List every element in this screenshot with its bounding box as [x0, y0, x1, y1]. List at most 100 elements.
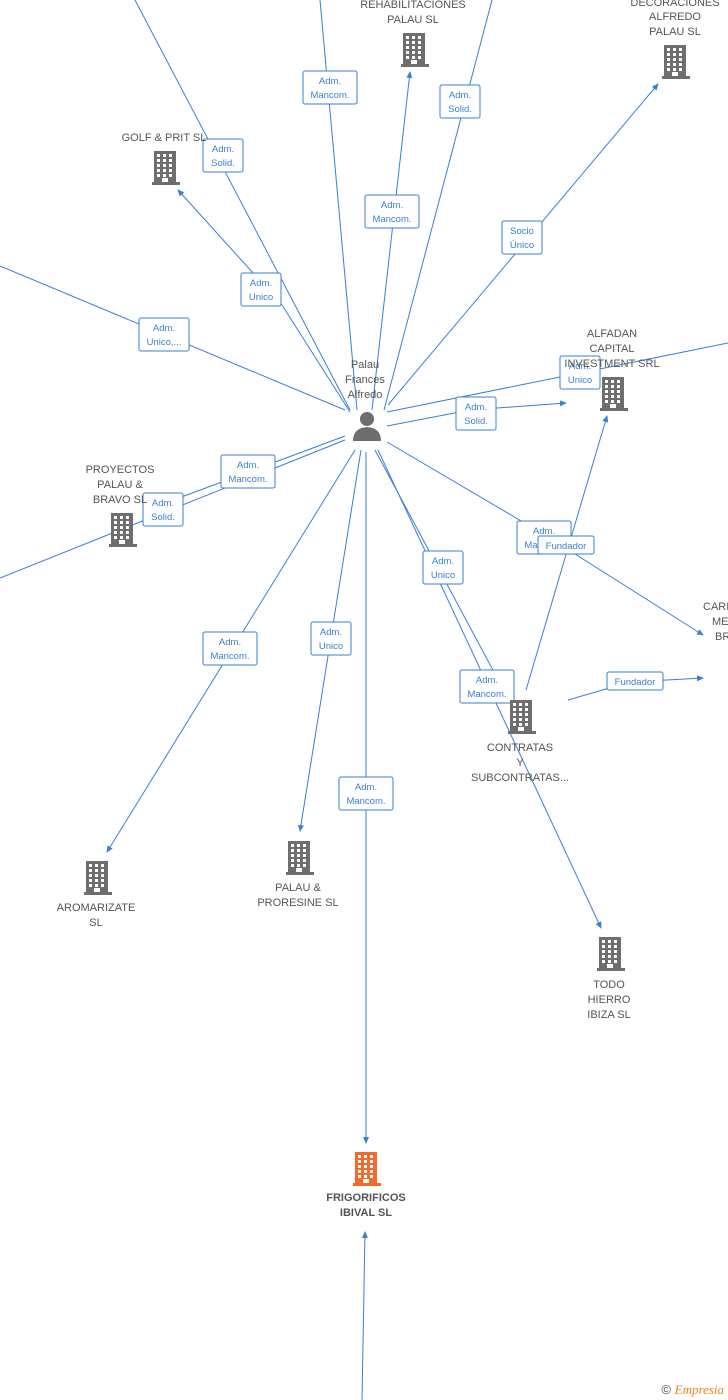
- svg-text:Adm.: Adm.: [355, 782, 377, 793]
- svg-text:DECORACIONES: DECORACIONES: [630, 0, 719, 9]
- svg-text:Solid.: Solid.: [211, 158, 235, 169]
- svg-text:IBIZA SL: IBIZA SL: [587, 1009, 630, 1021]
- svg-text:AROMARIZATE: AROMARIZATE: [57, 902, 136, 914]
- svg-text:TODO: TODO: [593, 979, 625, 991]
- building-icon: [662, 45, 690, 79]
- company-nodes: REHABILITACIONES PALAU SL DECORACIONES A…: [57, 0, 728, 1219]
- company-node-cari[interactable]: CARI ME BR: [703, 601, 728, 643]
- building-icon: [152, 151, 180, 185]
- svg-text:REHABILITACIONES: REHABILITACIONES: [360, 0, 466, 11]
- svg-text:IBIVAL SL: IBIVAL SL: [340, 1207, 392, 1219]
- svg-text:Adm.: Adm.: [320, 627, 342, 638]
- svg-text:FRIGORIFICOS: FRIGORIFICOS: [326, 1192, 405, 1204]
- svg-text:Único: Único: [510, 240, 534, 251]
- building-icon: [286, 841, 314, 875]
- svg-text:BR: BR: [715, 631, 728, 643]
- svg-text:Unico: Unico: [431, 570, 455, 581]
- building-icon: [401, 33, 429, 67]
- edge-label: Adm. Solid.: [439, 84, 481, 119]
- company-node-todo-hierro[interactable]: TODO HIERRO IBIZA SL: [587, 937, 631, 1021]
- company-node-aromarizate[interactable]: AROMARIZATE SL: [57, 861, 136, 929]
- person-name-line: Frances: [345, 374, 385, 386]
- svg-text:ME: ME: [712, 616, 728, 628]
- company-node-rehabilitaciones[interactable]: REHABILITACIONES PALAU SL: [360, 0, 466, 67]
- company-node-frigorificos[interactable]: FRIGORIFICOS IBIVAL SL: [326, 1152, 406, 1219]
- edge-label: Fundador: [606, 671, 664, 691]
- company-node-contratas[interactable]: CONTRATAS Y SUBCONTRATAS...: [471, 700, 569, 784]
- person-icon: [353, 412, 381, 441]
- svg-text:Adm.: Adm.: [212, 144, 234, 155]
- building-icon: [109, 513, 137, 547]
- svg-text:INVESTMENT SRL: INVESTMENT SRL: [564, 358, 659, 370]
- edge-label: Adm. Mancom.: [459, 669, 515, 704]
- svg-text:Adm.: Adm.: [250, 278, 272, 289]
- edge-labels: Adm. Mancom. Adm. Solid. Adm. Solid. Adm…: [138, 70, 664, 811]
- svg-text:Y: Y: [516, 757, 524, 769]
- edge-label: Adm. Unico: [240, 272, 282, 307]
- footer-credit: © Empresia: [661, 1382, 724, 1398]
- svg-text:PROYECTOS: PROYECTOS: [86, 464, 155, 476]
- svg-text:Adm.: Adm.: [219, 637, 241, 648]
- svg-text:ALFADAN: ALFADAN: [587, 328, 637, 340]
- svg-text:Adm.: Adm.: [381, 200, 403, 211]
- edge-person-offscreen-right: [386, 342, 728, 413]
- svg-text:Mancom.: Mancom.: [372, 214, 411, 225]
- edge-label: Adm. Mancom.: [338, 776, 394, 811]
- edge-label: Adm. Unico,...: [138, 317, 190, 352]
- svg-text:PRORESINE SL: PRORESINE SL: [257, 897, 338, 909]
- svg-text:Adm.: Adm.: [152, 498, 174, 509]
- edge-label: Adm. Solid.: [202, 138, 244, 173]
- svg-text:Mancom.: Mancom.: [467, 689, 506, 700]
- brand-logo[interactable]: Empresia: [674, 1382, 724, 1397]
- edge-label: Adm. Mancom.: [202, 631, 258, 666]
- building-icon: [597, 937, 625, 971]
- svg-text:PALAU SL: PALAU SL: [649, 26, 701, 38]
- person-name-line: Palau: [351, 359, 379, 371]
- svg-text:Adm.: Adm.: [237, 460, 259, 471]
- svg-text:Unico,...: Unico,...: [147, 337, 182, 348]
- building-icon: [508, 700, 536, 734]
- building-icon: [353, 1152, 381, 1186]
- svg-text:Adm.: Adm.: [465, 402, 487, 413]
- edge-label: Fundador: [537, 535, 595, 555]
- company-node-golf[interactable]: GOLF & PRIT SL: [122, 132, 207, 185]
- building-icon: [84, 861, 112, 895]
- edge-label: Adm. Mancom.: [220, 454, 276, 489]
- company-node-palau-proresine[interactable]: PALAU & PRORESINE SL: [257, 841, 339, 909]
- svg-text:Solid.: Solid.: [448, 104, 472, 115]
- edge-person-offscreen-top-right: [383, 0, 493, 411]
- svg-text:Fundador: Fundador: [546, 541, 587, 552]
- person-node[interactable]: Palau Frances Alfredo: [345, 359, 385, 441]
- svg-text:Adm.: Adm.: [449, 90, 471, 101]
- svg-text:BRAVO SL: BRAVO SL: [93, 494, 147, 506]
- svg-text:Adm.: Adm.: [569, 361, 591, 372]
- svg-text:Adm.: Adm.: [153, 323, 175, 334]
- company-node-decoraciones[interactable]: DECORACIONES ALFREDO PALAU SL: [630, 0, 720, 79]
- svg-text:Mancom.: Mancom.: [346, 796, 385, 807]
- person-name-line: Alfredo: [348, 389, 383, 401]
- svg-text:Solid.: Solid.: [151, 512, 175, 523]
- edge-label: Adm. Mancom.: [364, 194, 420, 229]
- svg-text:Fundador: Fundador: [615, 677, 656, 688]
- edge-label: Adm. Solid.: [455, 396, 497, 431]
- svg-text:CONTRATAS: CONTRATAS: [487, 742, 553, 754]
- svg-text:SUBCONTRATAS...: SUBCONTRATAS...: [471, 772, 569, 784]
- edge-label: Adm. Unico: [310, 621, 352, 656]
- svg-text:SL: SL: [89, 917, 102, 929]
- edge-person-offscreen-top: [319, 0, 358, 411]
- edge-person-golf: [177, 189, 351, 413]
- company-node-alfadan[interactable]: ALFADAN CAPITAL INVESTMENT SRL: [564, 328, 660, 411]
- svg-text:CARI: CARI: [703, 601, 728, 613]
- svg-text:ALFREDO: ALFREDO: [649, 11, 701, 23]
- svg-text:PALAU SL: PALAU SL: [387, 14, 439, 26]
- company-node-proyectos[interactable]: PROYECTOS PALAU & BRAVO SL: [86, 464, 155, 547]
- edge-label: Adm. Unico: [422, 550, 464, 585]
- svg-text:Ma: Ma: [524, 540, 538, 551]
- svg-text:GOLF & PRIT SL: GOLF & PRIT SL: [122, 132, 207, 144]
- svg-text:Mancom.: Mancom.: [310, 90, 349, 101]
- edge-label: Socio Único: [501, 220, 543, 255]
- svg-text:Unico: Unico: [568, 375, 592, 386]
- svg-text:HIERRO: HIERRO: [588, 994, 631, 1006]
- svg-text:CAPITAL: CAPITAL: [589, 343, 634, 355]
